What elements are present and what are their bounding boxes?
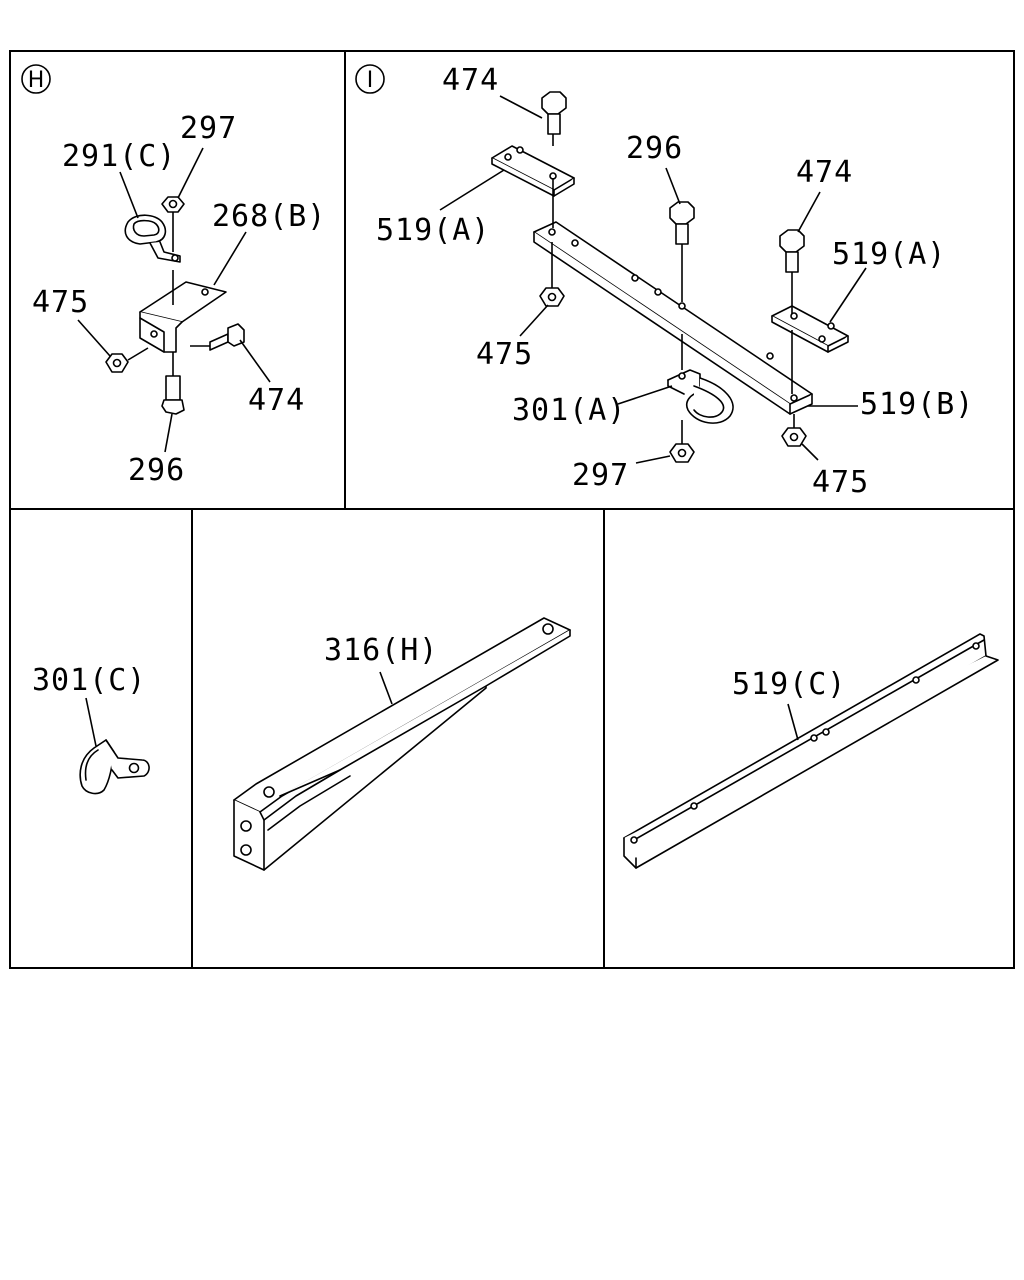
view-i-leaders [439, 95, 867, 464]
callout-p-519c: 519(C) [732, 667, 846, 702]
callout-i-475-left: 475 [476, 337, 533, 372]
bolt-474-right-drawing [779, 229, 805, 394]
callout-h-474: 474 [248, 383, 305, 418]
callout-i-474-top: 474 [442, 63, 499, 98]
panel-frames [9, 50, 1015, 969]
callout-i-519a-left: 519(A) [376, 213, 490, 248]
callout-i-297: 297 [572, 458, 629, 493]
bolt-474-top-drawing [541, 91, 567, 228]
callout-p-316h: 316(H) [324, 633, 438, 668]
bracket-268b-drawing [139, 270, 227, 353]
nut-475-drawing [105, 347, 149, 373]
leader-316h [379, 671, 393, 705]
callout-p-301c: 301(C) [32, 663, 146, 698]
panel-519c: 519(C) [623, 633, 999, 869]
bracket-316h-drawing [233, 617, 571, 871]
view-i-letter: I [367, 68, 374, 93]
clamp-301c-drawing [79, 739, 150, 795]
callout-i-475-right: 475 [812, 465, 869, 500]
panel-301c: 301(C) [32, 663, 150, 795]
callout-i-296: 296 [626, 131, 683, 166]
leader-301c [85, 697, 97, 747]
view-h-letter: H [28, 68, 45, 93]
bolt-296-center-drawing [669, 201, 695, 302]
callout-i-301a: 301(A) [512, 393, 626, 428]
panel-316h: 316(H) [233, 617, 571, 871]
callout-i-519b: 519(B) [860, 387, 974, 422]
callout-h-297: 297 [180, 111, 237, 146]
nut-297-drawing-i [669, 420, 695, 463]
callout-h-475: 475 [32, 285, 89, 320]
nut-475-left-drawing [539, 242, 565, 307]
plate-519a-right-drawing [771, 305, 849, 353]
nut-297-drawing [161, 196, 185, 252]
angle-519c-drawing [623, 633, 999, 869]
view-h-panel: H [21, 64, 326, 488]
view-h-leaders [77, 147, 271, 453]
callout-h-291c: 291(C) [62, 139, 176, 174]
plate-519a-left-drawing [491, 145, 575, 197]
view-h-marker: H [21, 64, 51, 94]
callout-i-519a-right: 519(A) [832, 237, 946, 272]
leader-519c [787, 703, 799, 741]
clamp-291c-drawing [124, 214, 181, 263]
callout-h-296: 296 [128, 453, 185, 488]
bolt-296-drawing [161, 352, 185, 415]
bolt-474-drawing [190, 323, 245, 351]
view-i-marker: I [355, 64, 385, 94]
clamp-301a-drawing [667, 334, 734, 424]
callout-i-474-right: 474 [796, 155, 853, 190]
view-i-panel: I [355, 63, 974, 500]
callout-h-268b: 268(B) [212, 199, 326, 234]
nut-475-right-drawing [781, 414, 807, 447]
bar-519b-drawing [533, 221, 813, 415]
